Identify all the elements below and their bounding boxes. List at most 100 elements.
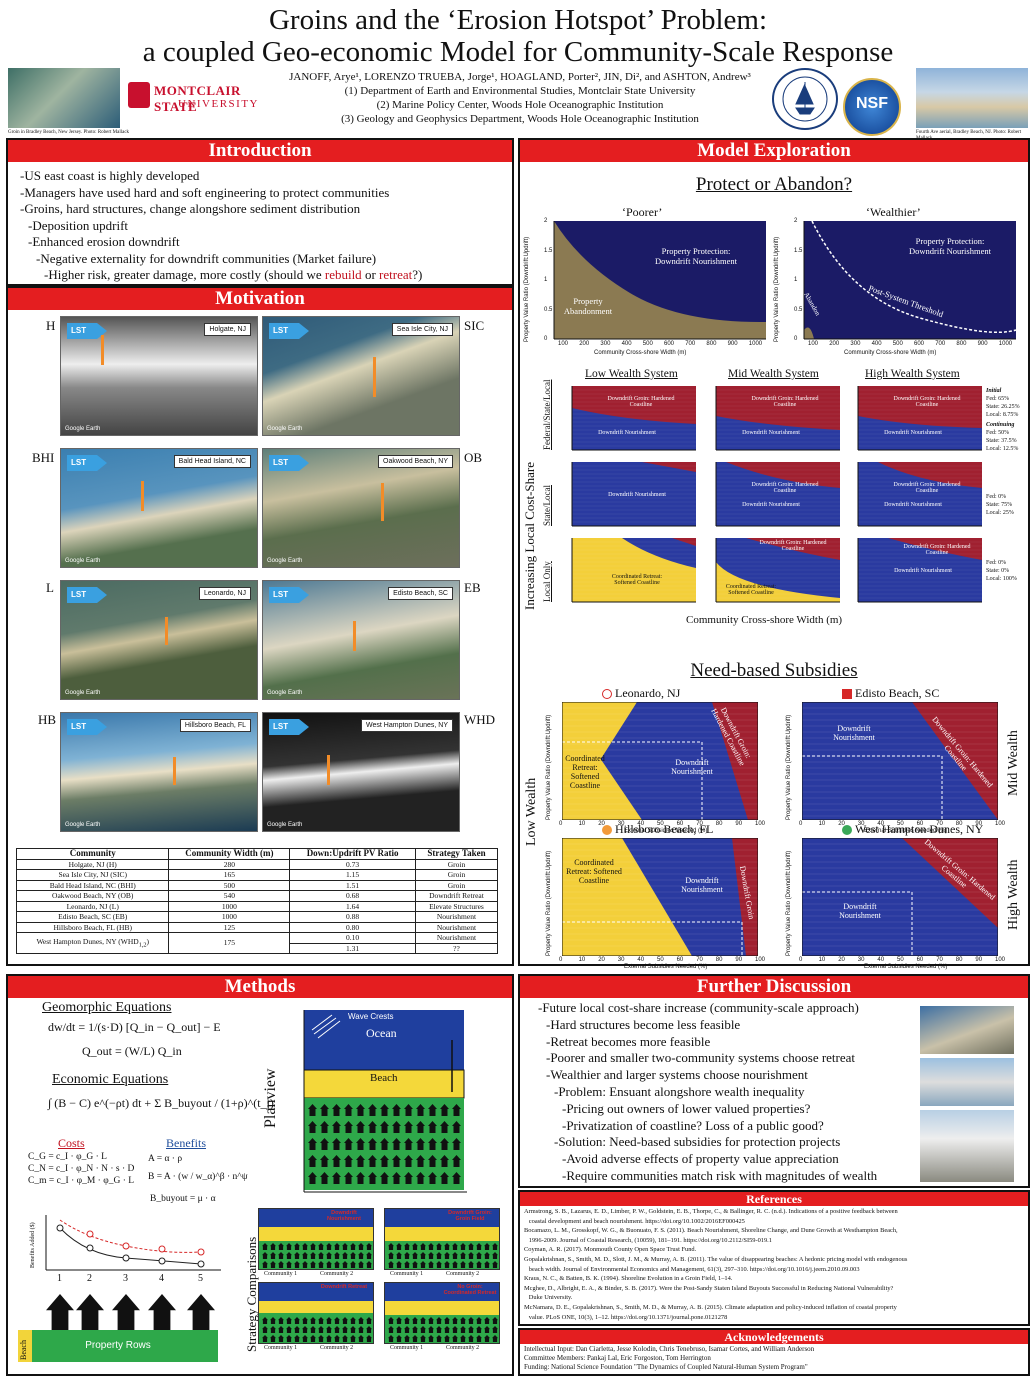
- discussion-photo-3: [920, 1110, 1014, 1182]
- model-exploration-panel: Model Exploration: [518, 138, 1030, 966]
- benefit-point: [158, 1257, 166, 1265]
- ocean-band: [259, 1283, 373, 1301]
- house-icon: [380, 1138, 389, 1150]
- house-icon: [286, 1252, 292, 1259]
- house-icon: [318, 1335, 324, 1342]
- retreat-region: [562, 702, 642, 820]
- house-icon: [342, 1326, 348, 1333]
- x-tick-label: 300: [600, 341, 611, 347]
- wave-crest-line: [317, 1020, 341, 1039]
- reference-line: Kraus, N. C., & Batten, B. K. (1994). Sh…: [524, 1275, 733, 1283]
- house-icon: [278, 1243, 284, 1250]
- lst-arrow-icon: LST: [269, 455, 309, 471]
- house-icon: [320, 1155, 329, 1167]
- subsidy-chart: [562, 838, 758, 956]
- share-note: Fed: 50%: [986, 430, 1010, 436]
- house-icon: [356, 1121, 365, 1133]
- discussion-line: -Solution: Need-based subsidies for prot…: [554, 1134, 841, 1150]
- house-icon: [460, 1252, 466, 1259]
- x-axis-label: External Subsidies Needed (%): [624, 964, 708, 970]
- house-icon: [332, 1155, 341, 1167]
- house-icon: [404, 1335, 410, 1342]
- house-icon: [404, 1172, 413, 1184]
- ocean-band: [385, 1209, 499, 1227]
- beach-strip: [18, 1330, 32, 1362]
- google-earth-credit: Google Earth: [65, 426, 101, 432]
- house-icon: [358, 1326, 364, 1333]
- x-tick-label: 80: [715, 957, 723, 963]
- x-tick-label: 20: [838, 957, 845, 963]
- house-icon: [310, 1243, 316, 1250]
- subsidy-chart: [802, 838, 998, 956]
- house-icon: [368, 1155, 377, 1167]
- cost-share-cell-r1-c2: [715, 386, 840, 451]
- house-icon: [366, 1261, 372, 1268]
- community-label: Community 1: [264, 1271, 298, 1277]
- house-icon: [492, 1317, 498, 1324]
- house-icon: [420, 1326, 426, 1333]
- regime-label: Downdrift Nourishment: [884, 430, 942, 436]
- house-icon: [440, 1121, 449, 1133]
- house-icon: [318, 1252, 324, 1259]
- x-tick-label: 500: [642, 341, 653, 347]
- further-discussion-panel: Further Discussion: [518, 974, 1030, 1188]
- reference-line: beach width. Journal of Environmental Ec…: [524, 1265, 860, 1273]
- x-tick-label: 1000: [998, 341, 1013, 347]
- sediment-balance-equation: dw/dt = 1/(s·D) [Q_in − Q_out] − E: [48, 1020, 221, 1034]
- house-icon: [380, 1172, 389, 1184]
- house-icon: [492, 1326, 498, 1333]
- y-axis-label: Property Value Ratio (Downdrift:Updrift): [546, 850, 552, 956]
- share-note: State: 75%: [986, 502, 1013, 508]
- benefit-points: [56, 1224, 205, 1268]
- circle-marker-icon: [602, 825, 612, 836]
- benefits-axis-label: Benefits Added ($): [30, 1222, 36, 1268]
- house-icon: [404, 1326, 410, 1333]
- x-tick-label: 70: [936, 957, 943, 963]
- ocean-band: [385, 1283, 499, 1301]
- house-icon: [358, 1243, 364, 1250]
- house-icon: [350, 1335, 356, 1342]
- npv-equation: ∫ (B − C) e^(−ρt) dt + Σ B_buyout / (1+ρ…: [48, 1096, 274, 1110]
- groin-region: [726, 462, 840, 488]
- author-block: JANOFF, Arye¹, LORENZO TRUEBA, Jorge¹, H…: [289, 71, 751, 125]
- house-icon: [310, 1252, 316, 1259]
- house-icon: [396, 1261, 402, 1268]
- house-icon: [342, 1243, 348, 1250]
- x-tick-label: 70: [696, 957, 703, 963]
- community-label: Community 1: [390, 1271, 424, 1277]
- lst-arrow-icon: LST: [67, 587, 107, 603]
- house-icon: [302, 1252, 308, 1259]
- montclair-logo: MONTCLAIR STATE UNIVERSITY: [128, 80, 263, 114]
- house-icon: [294, 1243, 300, 1250]
- google-earth-credit: Google Earth: [267, 558, 303, 564]
- x-tick-label: 30: [617, 957, 625, 963]
- groin-region: [902, 838, 998, 928]
- house-icon: [468, 1252, 474, 1259]
- benefit-point: [86, 1244, 94, 1252]
- discussion-line: -Avoid adverse effects of property value…: [562, 1151, 839, 1167]
- x-tick-label: 200: [829, 341, 840, 347]
- house-icon: [396, 1252, 402, 1259]
- x-tick-label: 1000: [748, 341, 763, 347]
- house-icon: [452, 1121, 461, 1133]
- house-icon: [262, 1252, 268, 1259]
- house-icon: [388, 1335, 394, 1342]
- regime-label: Coordinated Retreat: Softened Coastline: [725, 584, 777, 596]
- house-icon: [366, 1317, 372, 1324]
- house-icon: [392, 1172, 401, 1184]
- house-icon: [366, 1252, 372, 1259]
- planview-houses: [308, 1104, 461, 1184]
- house-icon: [310, 1335, 316, 1342]
- groin-marker: [373, 357, 376, 397]
- house-icon: [326, 1317, 332, 1324]
- house-icon: [392, 1138, 401, 1150]
- row-tick: 5: [198, 1273, 203, 1284]
- share-note: State: 0%: [986, 568, 1010, 574]
- x-tick-label: 10: [578, 821, 586, 827]
- house-icon: [344, 1172, 353, 1184]
- house-icon: [436, 1261, 442, 1268]
- poster-header: Groins and the ‘Erosion Hotspot’ Problem…: [0, 0, 1036, 141]
- house-icon: [428, 1252, 434, 1259]
